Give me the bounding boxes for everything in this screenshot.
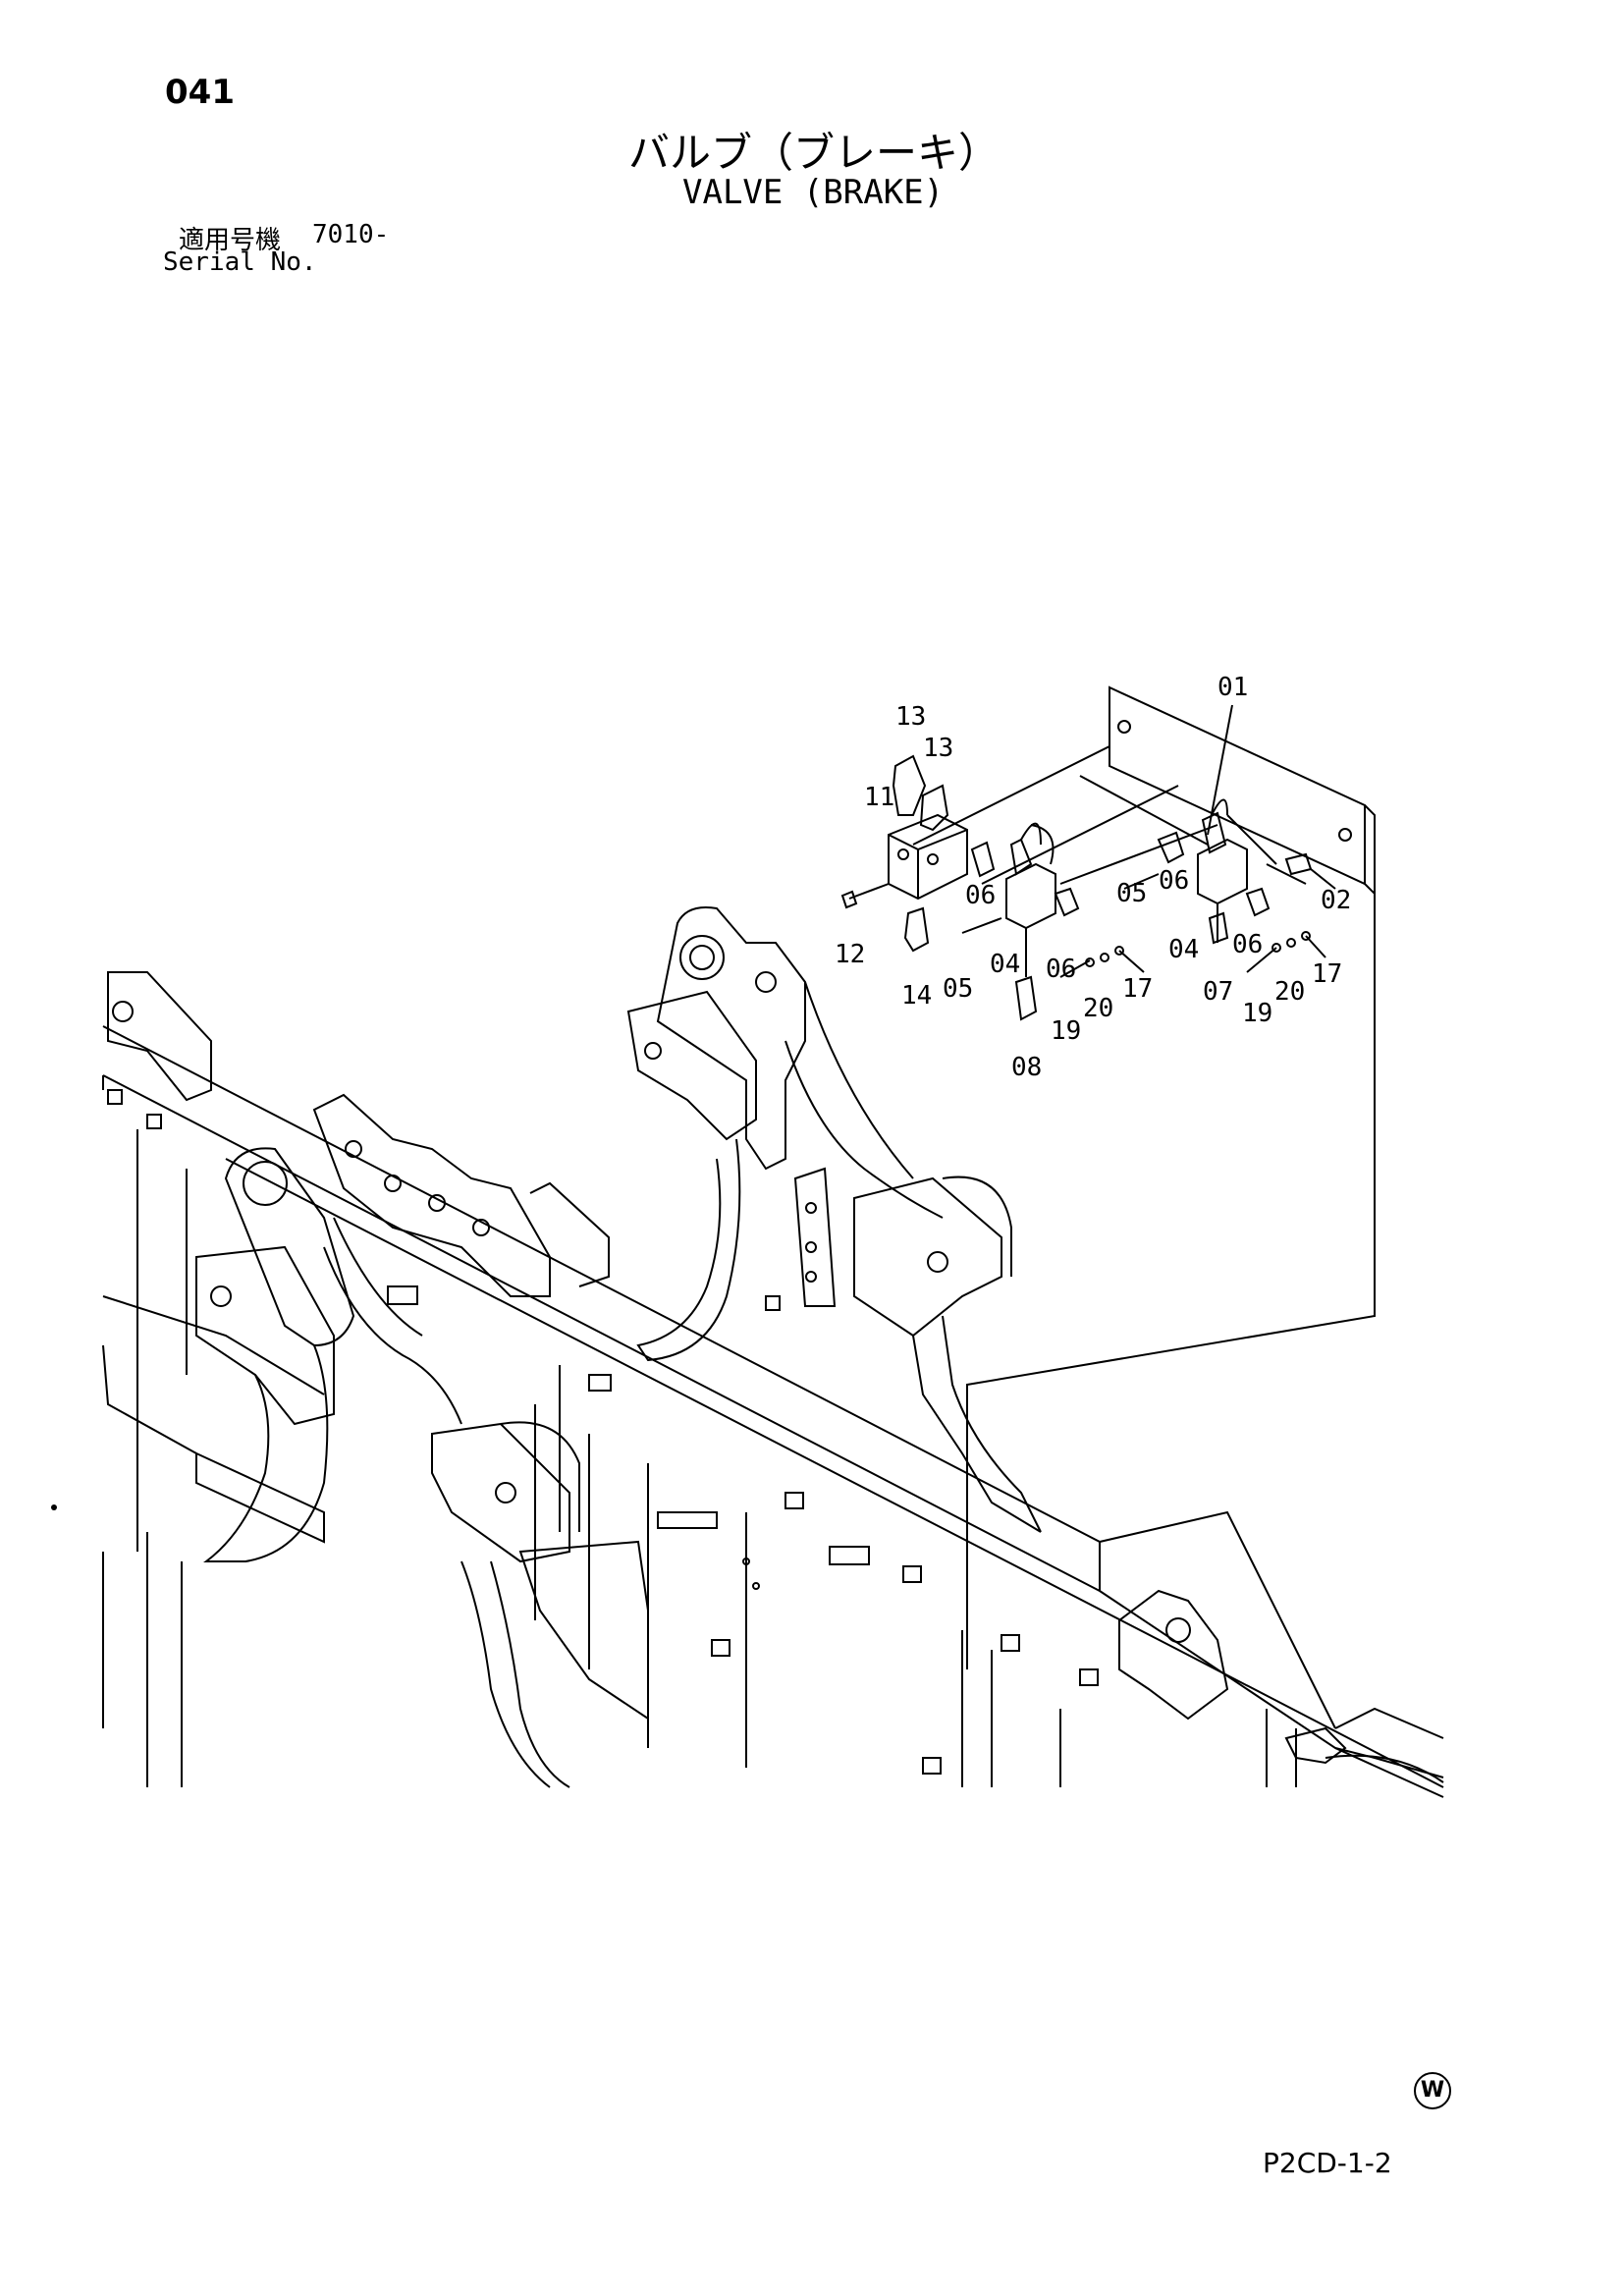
rail-brackets-drawing — [107, 1089, 1099, 1775]
callout-13b: 13 — [923, 734, 953, 763]
title-english: VALVE (BRAKE) — [682, 173, 945, 212]
callout-06a: 06 — [965, 881, 996, 910]
callout-01: 01 — [1217, 673, 1248, 702]
callout-17b: 17 — [1312, 959, 1342, 989]
serial-value: 7010- — [312, 220, 390, 249]
valve-assembly-drawing — [840, 685, 1376, 1669]
callout-08: 08 — [1011, 1053, 1042, 1082]
callout-05a: 05 — [943, 974, 973, 1004]
callout-14: 14 — [901, 981, 932, 1011]
callout-04a: 04 — [990, 950, 1020, 979]
callout-12: 12 — [835, 940, 865, 969]
left-shank-drawing — [107, 971, 649, 1788]
callout-02: 02 — [1321, 886, 1351, 915]
stray-dot — [51, 1504, 57, 1510]
page-number: 041 — [165, 73, 235, 112]
title-japanese: バルブ（ブレーキ） — [628, 129, 1001, 177]
w-mark: W — [1414, 2072, 1451, 2109]
right-shank-drawing — [626, 906, 1347, 1765]
callout-19b: 19 — [1242, 999, 1272, 1028]
callout-11: 11 — [864, 783, 894, 812]
drawing-code: P2CD-1-2 — [1263, 2147, 1392, 2179]
callout-06c: 06 — [1159, 866, 1189, 896]
serial-label-english: Serial No. — [163, 247, 317, 277]
callout-04b: 04 — [1168, 935, 1199, 964]
callout-07: 07 — [1203, 977, 1233, 1007]
callout-20b: 20 — [1274, 977, 1305, 1007]
serial-label-japanese: 適用号機 — [179, 226, 282, 255]
callout-13a: 13 — [895, 702, 926, 732]
frame-rail-drawing — [102, 1025, 1444, 1798]
callout-06b: 06 — [1046, 955, 1076, 984]
callout-17a: 17 — [1122, 974, 1153, 1004]
callout-labels: 01 02 04 04 05 05 06 06 06 06 07 08 11 1… — [835, 673, 1351, 1082]
callout-06d: 06 — [1232, 930, 1263, 959]
callout-20a: 20 — [1083, 994, 1113, 1023]
callout-19a: 19 — [1051, 1016, 1081, 1046]
callout-05b: 05 — [1116, 879, 1147, 908]
